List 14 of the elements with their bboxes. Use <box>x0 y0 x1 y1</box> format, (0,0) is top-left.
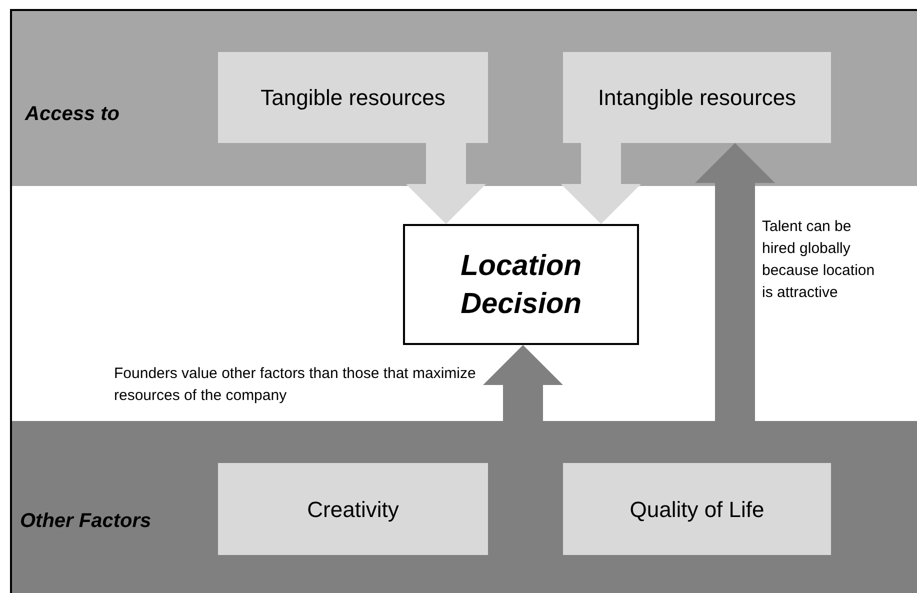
factor-box: Creativity <box>218 463 488 555</box>
decision-box: Location Decision <box>403 224 639 345</box>
block-arrow <box>483 345 563 421</box>
band-background <box>12 11 917 186</box>
block-arrow <box>406 143 486 224</box>
edge-label: Talent can be hired globally because location is attractive <box>762 217 876 303</box>
band-background <box>12 421 917 593</box>
edge-label: Founders value other factors than those that maximize resources of the company <box>114 364 477 406</box>
factor-box: Tangible resources <box>218 52 488 143</box>
row-heading: Access to <box>25 102 120 127</box>
factor-box: Intangible resources <box>563 52 831 143</box>
block-arrow <box>561 143 641 224</box>
factor-box: Quality of Life <box>563 463 831 555</box>
row-heading: Other Factors <box>20 509 152 534</box>
